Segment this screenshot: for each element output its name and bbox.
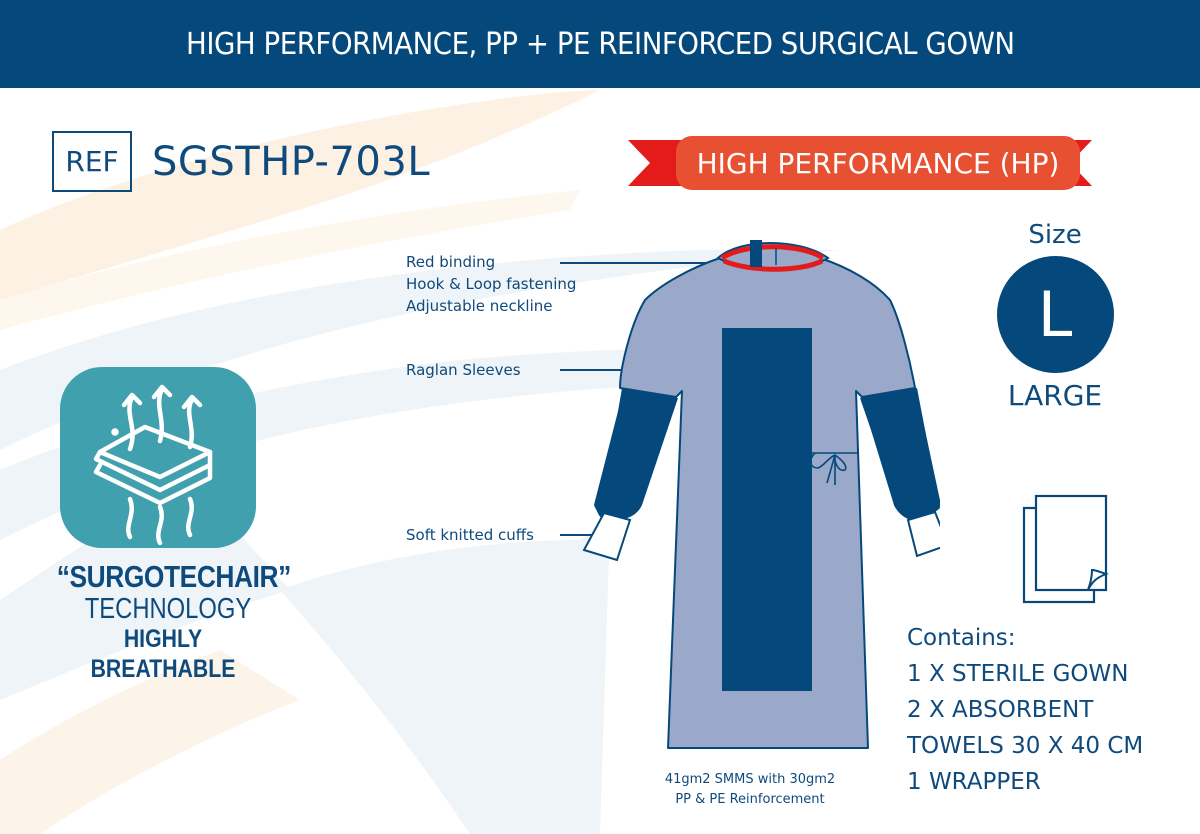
callout-text: Soft knitted cuffs [406,526,534,544]
material-line: PP & PE Reinforcement [675,792,825,807]
callout-neckline: Red binding Hook & Loop fastening Adjust… [406,251,576,317]
contents-item: TOWELS 30 X 40 CM [907,733,1144,759]
header-band: HIGH PERFORMANCE, PP + PE REINFORCED SUR… [0,0,1200,88]
contents-item: 1 WRAPPER [907,769,1041,795]
size-indicator: Size L LARGE [990,220,1120,412]
callout-text: Adjustable neckline [406,297,553,315]
material-line: 41gm2 SMMS with 30gm2 [664,772,836,787]
size-letter: L [1037,278,1073,351]
contents-heading: Contains: [907,625,1016,651]
package-contents: Contains: 1 X STERILE GOWN 2 X ABSORBENT… [907,620,1143,800]
callout-sleeves: Raglan Sleeves [406,359,521,381]
gown-illustration [560,240,940,749]
ref-label-box: REF [52,131,132,192]
performance-badge-label: HIGH PERFORMANCE (HP) [676,136,1080,190]
callout-text: Red binding [406,253,496,271]
page-title: HIGH PERFORMANCE, PP + PE REINFORCED SUR… [185,26,1015,62]
breathable-layers-icon [60,367,256,548]
callout-text: Hook & Loop fastening [406,275,577,293]
size-circle-badge: L [996,256,1114,373]
material-description: 41gm2 SMMS with 30gm2 PP & PE Reinforcem… [620,770,880,810]
size-heading: Size [1028,220,1082,250]
technology-description: “SURGOTECHAIR” TECHNOLOGY HIGHLY BREATHA… [38,559,292,684]
technology-feature: HIGHLY BREATHABLE [90,625,236,683]
performance-ribbon-badge: HIGH PERFORMANCE (HP) [608,130,1092,196]
towels-icon [1022,494,1109,604]
reference-row: REF SGSTHP-703L [52,131,430,192]
contents-item: 1 X STERILE GOWN [907,661,1129,687]
callout-cuffs: Soft knitted cuffs [406,524,534,546]
contents-item: 2 X ABSORBENT [907,697,1094,723]
size-name: LARGE [1007,379,1103,412]
technology-name: “SURGOTECHAIR” [56,559,292,594]
callout-text: Raglan Sleeves [406,361,521,379]
ref-code: SGSTHP-703L [152,138,431,185]
technology-subtitle: TECHNOLOGY [84,593,252,625]
